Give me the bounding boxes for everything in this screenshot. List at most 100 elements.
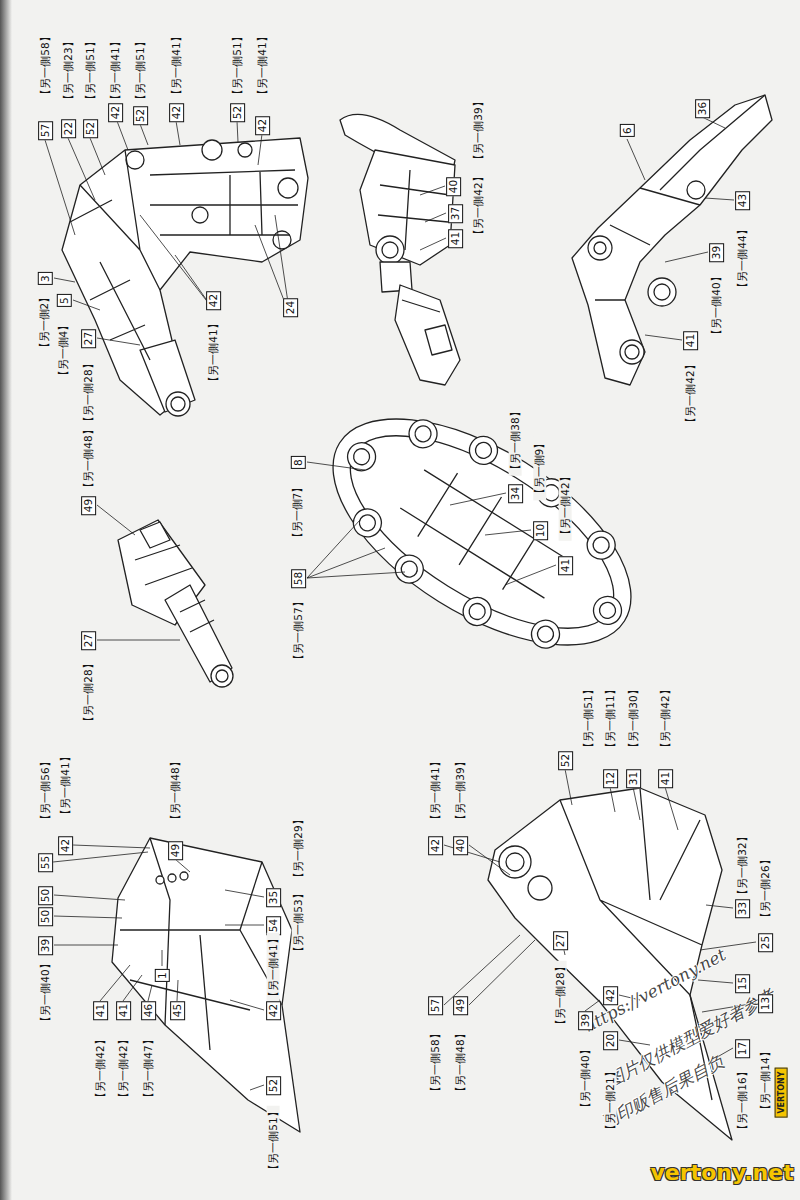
other-side-note: 【另一側42】 [117, 1033, 130, 1103]
callout-number: 42 [255, 115, 270, 134]
callout-number: 50 [38, 885, 53, 904]
callout-number: 41 [93, 1000, 108, 1019]
other-side-note: 【另一側42】 [659, 683, 672, 753]
callout-number: 42 [206, 290, 221, 309]
callout-number: 49 [168, 840, 183, 859]
callout-number: 41 [116, 1000, 131, 1019]
callout-number: 6 [619, 124, 634, 137]
other-side-note: 【另一側40】 [39, 957, 52, 1027]
other-side-note: 【另一側51】 [267, 1105, 280, 1175]
other-side-note: 【另一側51】 [582, 683, 595, 753]
callout-number: 41 [683, 330, 698, 349]
other-side-note: 【另一側56】 [39, 755, 52, 825]
callout-number: 49 [453, 995, 468, 1014]
callout-number: 39 [38, 935, 53, 954]
other-side-note: 【另一側40】 [710, 270, 723, 340]
other-side-note: 【另一側4】 [57, 318, 70, 382]
other-side-note: 【另一側58】 [39, 30, 52, 100]
callout-number: 34 [508, 483, 523, 502]
callout-number: 13 [758, 993, 773, 1012]
skirt-armor [295, 372, 669, 693]
callout-number: 10 [533, 520, 548, 539]
callout-number: 46 [141, 1000, 156, 1019]
callout-number: 17 [735, 1038, 750, 1057]
other-side-note: 【另一側51】 [231, 30, 244, 100]
other-side-note: 【另一側32】 [736, 830, 749, 900]
other-side-note: 【另一側28】 [82, 357, 95, 427]
leader-lines [45, 117, 756, 1090]
callout-number: 41 [448, 228, 463, 247]
callout-number: 40 [446, 176, 461, 195]
other-side-note: 【另一側42】 [94, 1033, 107, 1103]
callout-number: 55 [38, 852, 53, 871]
callout-number: 42 [603, 985, 618, 1004]
callout-number: 27 [81, 328, 96, 347]
other-side-note: 【另一側26】 [759, 853, 772, 923]
callout-number: 43 [735, 190, 750, 209]
other-side-note: 【另一側48】 [169, 755, 182, 825]
other-side-note: 【另一側29】 [292, 813, 305, 883]
other-side-note: 【另一側28】 [554, 960, 567, 1030]
callout-number: 52 [558, 750, 573, 769]
wing-part [112, 838, 300, 1132]
site-name: vertony.net [650, 1160, 795, 1185]
callout-number: 42 [58, 835, 73, 854]
other-side-note: 【另一側42】 [684, 358, 697, 428]
other-side-note: 【另一側41】 [207, 317, 220, 387]
other-side-note: 【另一側48】 [82, 423, 95, 493]
callout-number: 40 [453, 835, 468, 854]
other-side-note: 【另一側30】 [627, 683, 640, 753]
callout-number: 12 [603, 768, 618, 787]
leg-part [572, 95, 772, 385]
other-side-note: 【另一側51】 [84, 35, 97, 105]
other-side-note: 【另一側41】 [267, 932, 280, 1002]
logo-badge: VERTONY [775, 1067, 788, 1117]
other-side-note: 【另一側28】 [82, 657, 95, 727]
callout-number: 45 [170, 1000, 185, 1019]
callout-number: 41 [658, 768, 673, 787]
callout-number: 35 [266, 887, 281, 906]
callout-number: 24 [283, 297, 298, 316]
other-side-note: 【另一側39】 [472, 95, 485, 165]
other-side-note: 【另一側42】 [472, 170, 485, 240]
callout-number: 57 [38, 120, 53, 139]
callout-number: 52 [230, 102, 245, 121]
other-side-note: 【另一側40】 [579, 1043, 592, 1113]
other-side-note: 【另一側51】 [134, 35, 147, 105]
callout-number: 52 [83, 118, 98, 137]
callout-number: 25 [758, 932, 773, 951]
other-side-note: 【另一側58】 [429, 1027, 442, 1097]
other-side-note: 【另一側39】 [454, 755, 467, 825]
other-side-note: 【另一側41】 [256, 30, 269, 100]
backpack-part [488, 788, 732, 1140]
binding-shadow [0, 0, 12, 1200]
callout-number: 58 [291, 568, 306, 587]
callout-number: 33 [735, 898, 750, 917]
rifle-part [118, 520, 233, 687]
other-side-note: 【另一側57】 [292, 595, 305, 665]
other-side-note: 【另一側23】 [62, 35, 75, 105]
callout-number: 22 [61, 118, 76, 137]
callout-number: 57 [428, 995, 443, 1014]
callout-number: 27 [81, 630, 96, 649]
other-side-note: 【另一側47】 [142, 1033, 155, 1103]
callout-number: 15 [735, 973, 750, 992]
callout-number: 42 [428, 835, 443, 854]
callout-number: 52 [266, 1075, 281, 1094]
other-side-note: 【另一側38】 [509, 405, 522, 475]
other-side-note: 【另一側11】 [604, 683, 617, 753]
other-side-note: 【另一側44】 [736, 223, 749, 293]
other-side-note: 【另一側2】 [38, 290, 51, 354]
other-side-note: 【另一側42】 [559, 470, 572, 540]
other-side-note: 【另一側9】 [533, 436, 546, 500]
callout-number: 39 [709, 242, 724, 261]
other-side-note: 【另一側7】 [291, 480, 304, 544]
callout-number: 49 [81, 495, 96, 514]
other-side-note: 【另一側41】 [429, 755, 442, 825]
callout-number: 42 [169, 102, 184, 121]
callout-number: 5 [56, 294, 71, 307]
other-side-note: 【另一側41】 [170, 30, 183, 100]
callout-number: 36 [695, 98, 710, 117]
other-side-note: 【另一側16】 [736, 1065, 749, 1135]
callout-number: 1 [154, 969, 169, 982]
